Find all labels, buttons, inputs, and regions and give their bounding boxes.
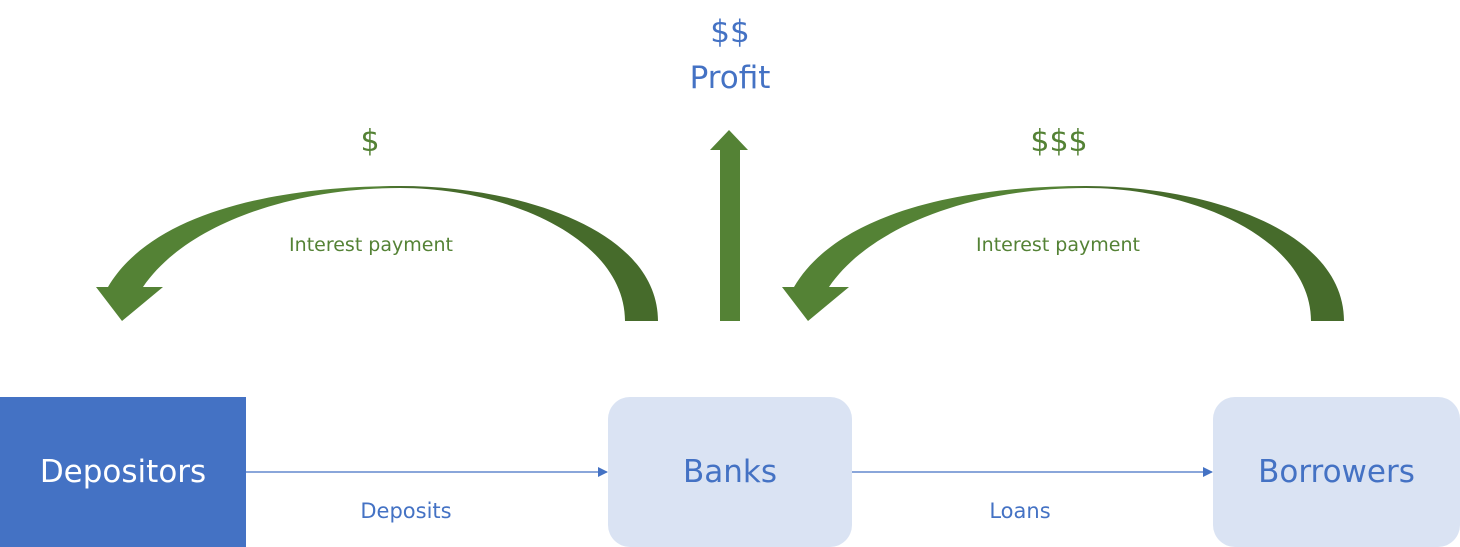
profit-up-arrow bbox=[710, 130, 748, 321]
right-interest-label: Interest payment bbox=[976, 234, 1140, 256]
left-interest-symbol: $ bbox=[360, 124, 380, 159]
depositors-label: Depositors bbox=[39, 454, 207, 490]
loans-label: Loans bbox=[989, 499, 1051, 523]
left-interest-label: Interest payment bbox=[289, 234, 453, 256]
profit-symbol: $$ bbox=[710, 14, 750, 50]
depositors-node: Depositors bbox=[0, 397, 246, 547]
banks-node: Banks bbox=[608, 397, 852, 547]
borrowers-label: Borrowers bbox=[1258, 454, 1415, 490]
deposits-label: Deposits bbox=[360, 499, 452, 523]
profit-label: Profit bbox=[689, 60, 771, 96]
right-interest-symbol: $$$ bbox=[1030, 124, 1088, 159]
borrowers-node: Borrowers bbox=[1213, 397, 1460, 547]
banks-label: Banks bbox=[682, 454, 777, 490]
